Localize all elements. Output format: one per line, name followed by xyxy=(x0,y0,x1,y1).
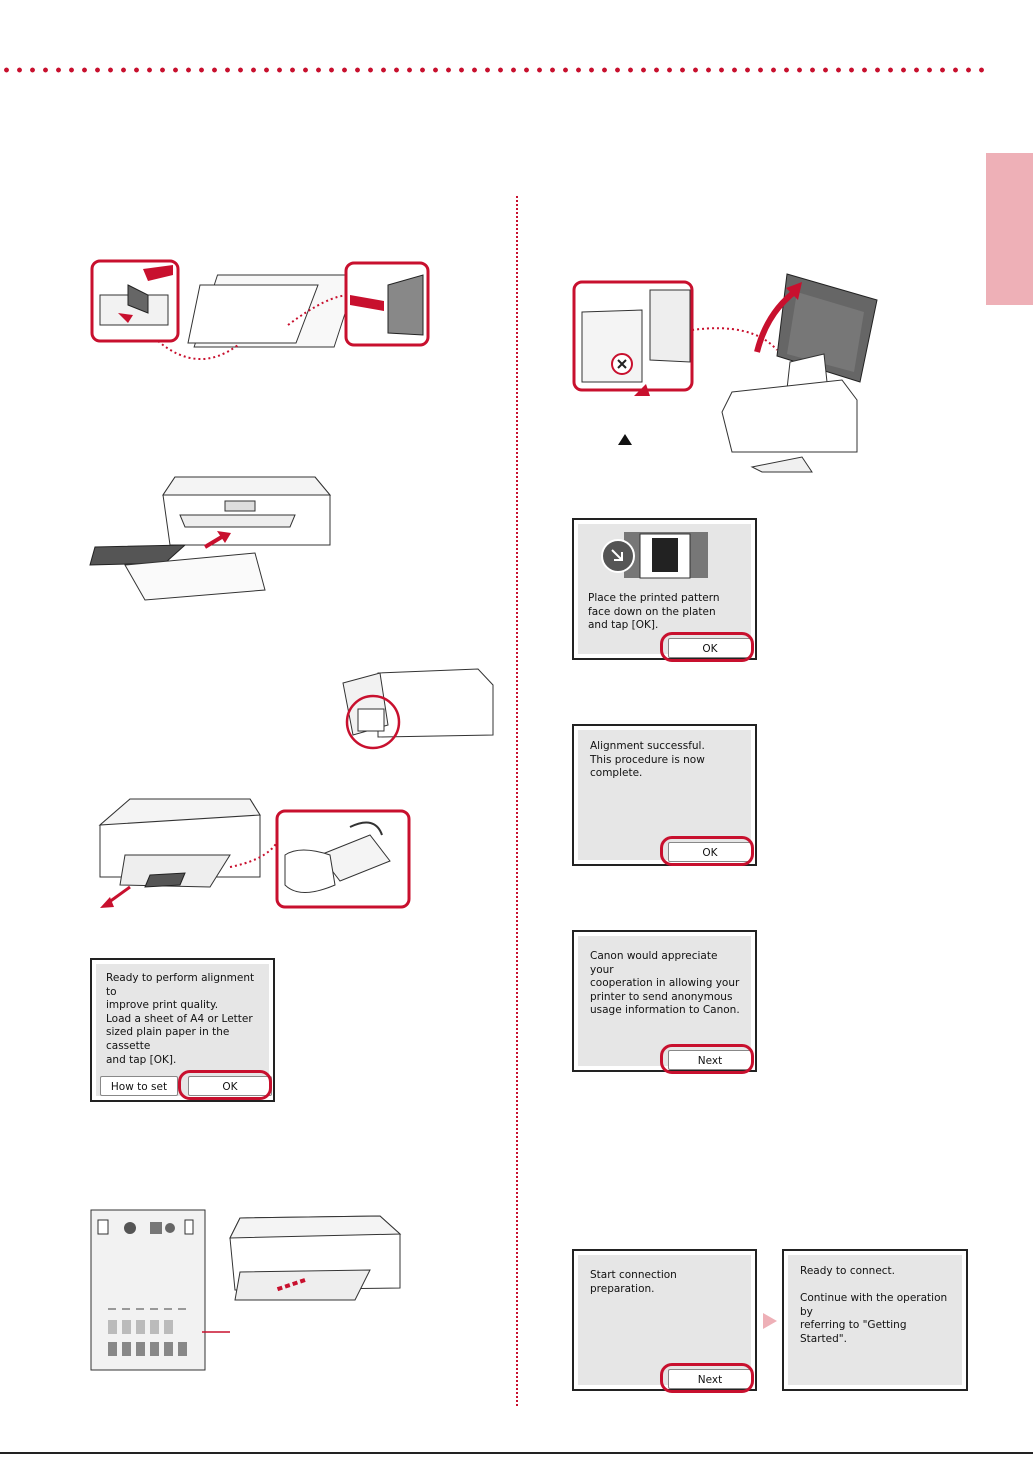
screen-message: Ready to connect. Continue with the oper… xyxy=(800,1265,948,1345)
screen-message: Canon would appreciate your cooperation … xyxy=(590,950,740,1017)
extend-output-tray-illustration xyxy=(90,795,415,915)
cassette-guides-illustration xyxy=(88,255,433,385)
screen-message: Place the printed pattern face down on t… xyxy=(588,592,720,632)
ready-to-connect-screen: Ready to connect. Continue with the oper… xyxy=(782,1249,968,1391)
ok-button[interactable]: OK xyxy=(668,638,752,658)
ok-button[interactable]: OK xyxy=(188,1076,272,1096)
platen-corner-icon xyxy=(601,532,708,579)
highlight-ring xyxy=(660,1044,754,1074)
highlight-ring xyxy=(178,1070,272,1100)
bottom-rule xyxy=(0,1452,1033,1454)
screen-message: Ready to perform alignment to improve pr… xyxy=(106,972,255,1066)
alignment-done-screen: Alignment successful. This procedure is … xyxy=(572,724,757,866)
screen-panel: Ready to connect. Continue with the oper… xyxy=(788,1255,962,1385)
column-divider xyxy=(516,196,518,1406)
next-button[interactable]: Next xyxy=(668,1050,752,1070)
connection-prep-screen: Start connection preparation. Next xyxy=(572,1249,757,1393)
screen-message: Alignment successful. This procedure is … xyxy=(590,740,705,780)
next-button[interactable]: Next xyxy=(668,1369,752,1389)
printed-pattern-illustration xyxy=(90,1208,410,1373)
output-tray-illustration xyxy=(338,665,498,780)
highlight-ring xyxy=(660,1363,754,1393)
place-pattern-screen: Place the printed pattern face down on t… xyxy=(572,518,757,662)
usage-info-screen: Canon would appreciate your cooperation … xyxy=(572,930,757,1074)
highlight-ring xyxy=(660,632,754,662)
insert-cassette-illustration xyxy=(85,455,335,605)
language-side-tab xyxy=(986,153,1033,305)
alignment-ready-screen: Ready to perform alignment to improve pr… xyxy=(90,958,275,1102)
ok-button[interactable]: OK xyxy=(668,842,752,862)
screen-panel: Ready to perform alignment to improve pr… xyxy=(96,964,272,1096)
open-scanner-cover-illustration xyxy=(572,272,882,473)
highlight-ring xyxy=(660,836,754,866)
arrow-right-icon xyxy=(763,1313,777,1329)
dotted-rule xyxy=(0,66,985,74)
how-to-set-button[interactable]: How to set xyxy=(100,1076,178,1096)
screen-message: Start connection preparation. xyxy=(590,1269,677,1295)
triangle-up-icon xyxy=(618,434,632,445)
